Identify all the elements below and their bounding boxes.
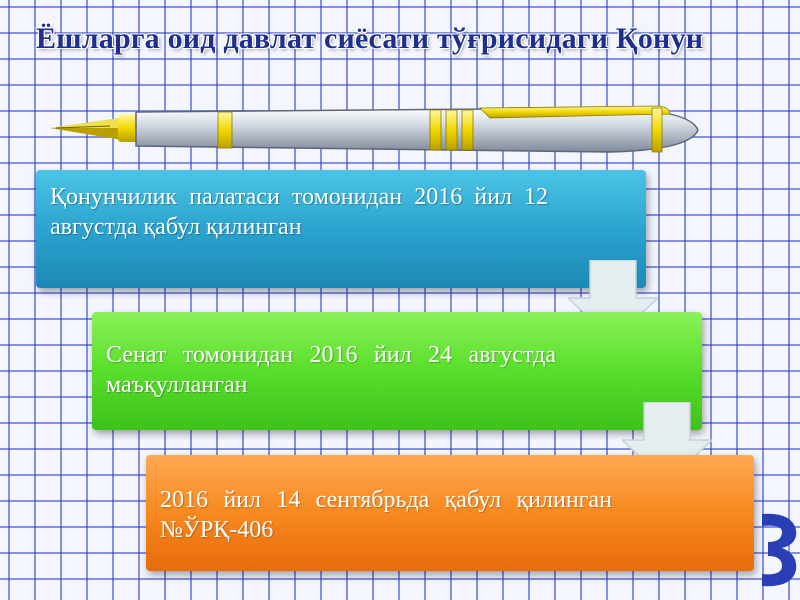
step-box-2: Сенат томонидан 2016 йил 24 августда маъ… [92,312,702,430]
pen-icon [50,105,699,153]
step-text-1: Қонунчилик палатаси томонидан 2016 йил 1… [50,184,548,240]
corner-decoration [762,513,797,587]
step-text-2: Сенат томонидан 2016 йил 24 августда маъ… [106,342,556,398]
slide-title: Ёшларга оид давлат сиёсати тўғрисидаги Қ… [36,22,704,55]
step-box-3: 2016 йил 14 сентябрьда қабул қилинган №Ў… [146,455,754,571]
step-box-1: Қонунчилик палатаси томонидан 2016 йил 1… [36,170,646,288]
step-text-3: 2016 йил 14 сентябрьда қабул қилинган №Ў… [160,487,612,543]
